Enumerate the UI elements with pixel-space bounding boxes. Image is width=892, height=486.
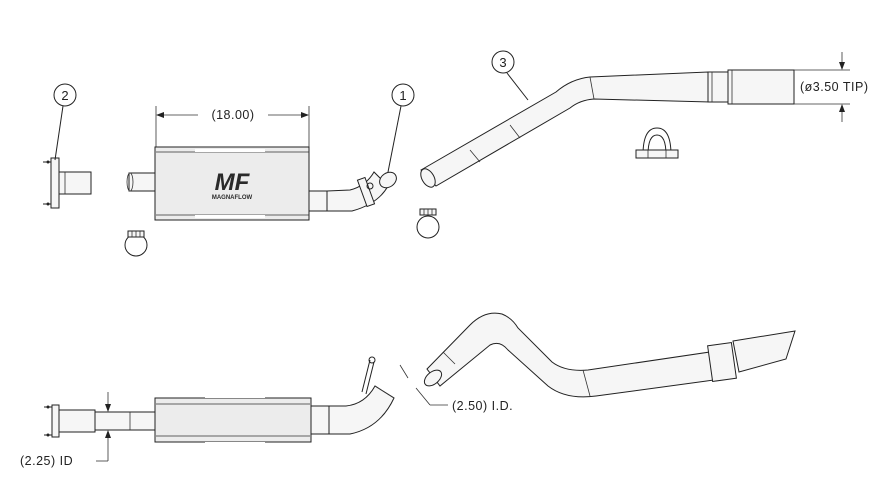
callout-3-label: 3: [499, 55, 506, 70]
magnaflow-logo: MF: [215, 169, 251, 196]
callout-1-label: 1: [399, 88, 406, 103]
clamp-right: [635, 127, 679, 159]
outlet-id-label: (2.50) I.D.: [452, 399, 513, 413]
clamp-left: [124, 230, 148, 257]
clamp-middle: [416, 208, 440, 239]
assembled-inlet-flange: [44, 404, 156, 438]
outlet-pipe-part: [326, 171, 397, 212]
magnaflow-brand-name: MAGNAFLOW: [212, 195, 253, 201]
callout-2-label: 2: [61, 88, 68, 103]
muffler-length-label: (18.00): [211, 108, 254, 122]
callout-1: 1: [387, 83, 415, 173]
tip-diameter-label: (ø3.50 TIP): [800, 80, 868, 94]
muffler-top: MF MAGNAFLOW: [126, 146, 328, 221]
assembled-muffler: [154, 356, 395, 445]
callout-3: 3: [491, 50, 529, 101]
tip-diameter-dimension: (ø3.50 TIP): [794, 52, 868, 122]
inlet-flange-part: [43, 157, 92, 209]
muffler-length-dimension: (18.00): [155, 106, 310, 150]
tailpipe-part: [420, 69, 795, 188]
assembled-tailpipe: [423, 312, 796, 398]
callout-2: 2: [53, 83, 77, 161]
outlet-id-dimension: (2.50) I.D.: [399, 364, 513, 413]
inlet-id-dimension: (2.25) ID: [20, 392, 111, 468]
inlet-id-label: (2.25) ID: [20, 454, 73, 468]
